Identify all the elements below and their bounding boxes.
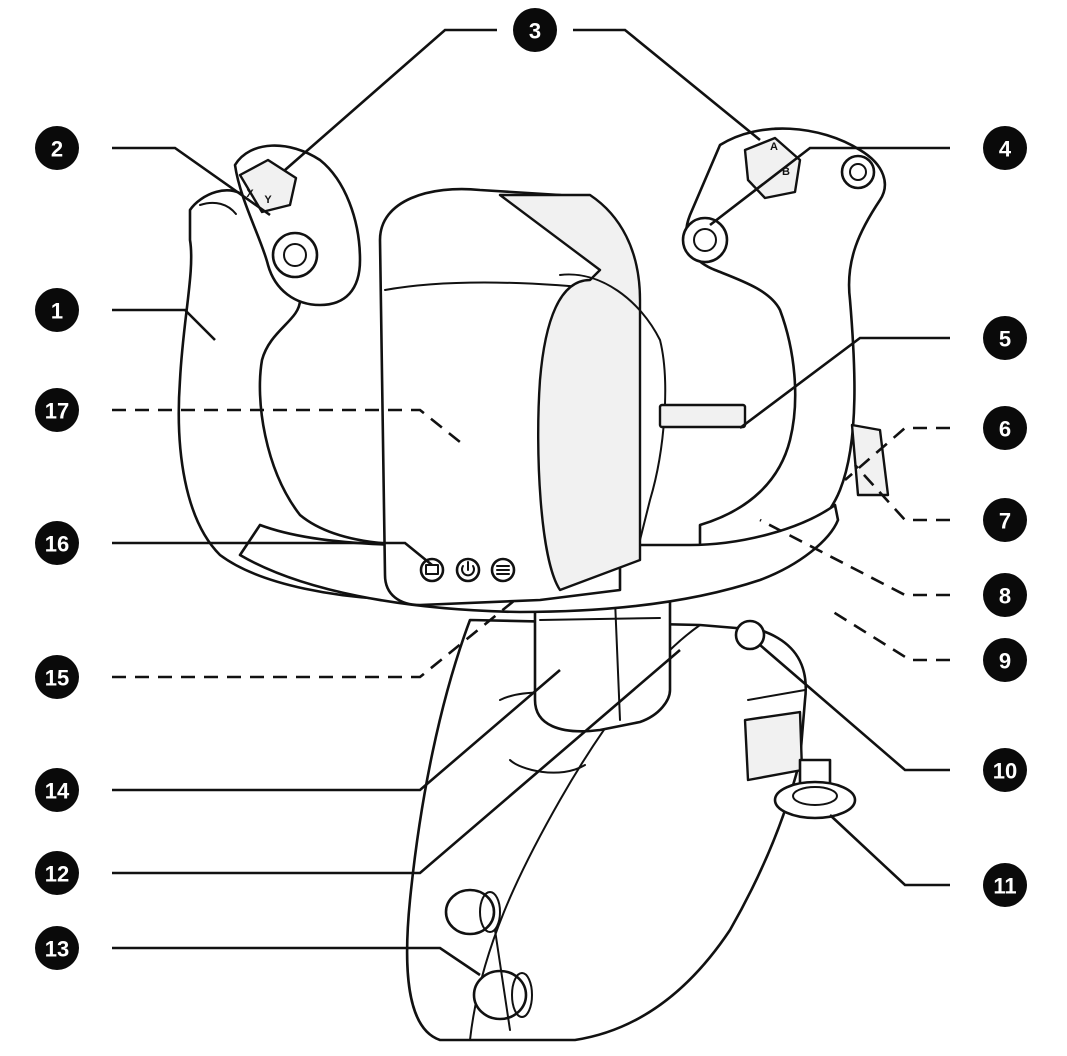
callout-4: 4 [983,126,1027,170]
callout-15: 15 [35,655,79,699]
svg-text:3: 3 [529,19,541,44]
svg-text:4: 4 [999,137,1012,162]
svg-text:6: 6 [999,417,1011,442]
callout-6: 6 [983,406,1027,450]
face-button-a: A [770,141,778,153]
face-button-b: B [782,166,790,178]
svg-text:17: 17 [45,399,69,424]
callout-17: 17 [35,388,79,432]
callout-8: 8 [983,573,1027,617]
base-unit [405,618,808,1042]
svg-text:11: 11 [993,874,1016,899]
svg-text:13: 13 [45,937,69,962]
callout-2: 2 [35,126,79,170]
svg-text:14: 14 [45,779,70,804]
callout-9: 9 [983,638,1027,682]
svg-text:5: 5 [999,327,1011,352]
leader-lines [112,28,950,977]
svg-text:15: 15 [45,666,69,691]
view-icon [419,557,445,583]
callout-13: 13 [35,926,79,970]
callout-10: 10 [983,748,1027,792]
face-button-y: Y [264,194,272,206]
svg-text:7: 7 [999,509,1011,534]
svg-text:8: 8 [999,584,1011,609]
center-housing [378,187,890,1031]
svg-text:10: 10 [993,759,1017,784]
callout-16: 16 [35,521,79,565]
svg-text:12: 12 [45,862,69,887]
callout-14: 14 [35,768,79,812]
svg-text:1: 1 [51,299,63,324]
callout-5: 5 [983,316,1027,360]
face-button-x: X [246,188,254,200]
callout-12: 12 [35,851,79,895]
callout-1: 1 [35,288,79,332]
svg-text:16: 16 [45,532,69,557]
svg-text:2: 2 [51,137,63,162]
callout-3: 3 [513,8,557,52]
power-icon [455,557,481,583]
callout-7: 7 [983,498,1027,542]
menu-icon [490,557,516,583]
callouts: 1 2 3 4 5 6 7 8 9 10 11 12 13 14 15 16 1… [35,8,1027,970]
face-button-labels: X Y A B [246,141,790,206]
callout-11: 11 [983,863,1027,907]
svg-text:9: 9 [999,649,1011,674]
center-buttons [419,557,516,583]
